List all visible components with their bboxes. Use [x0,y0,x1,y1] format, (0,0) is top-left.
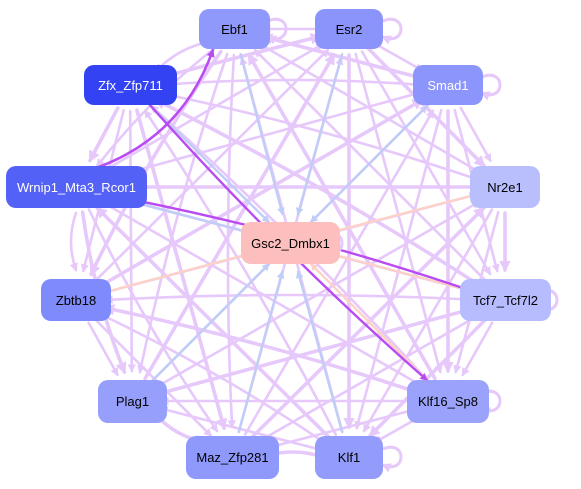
edge-ebf1-to-gsc2 [239,53,285,216]
edge-ebf1-to-plag1 [137,52,229,374]
node-maz-zfp281[interactable]: Maz_Zfp281 [186,436,279,479]
node-nr2e1[interactable]: Nr2e1 [470,166,540,208]
edge-wrnip1-to-smad1 [99,90,421,182]
edge-strong-wrnip1-ebf1 [93,48,215,170]
node-zbtb18-label: Zbtb18 [55,292,97,308]
node-zfx-zfp711-label: Zfx_Zfp711 [98,77,163,93]
node-plag1-label: Plag1 [115,394,150,409]
edge-wrnip1-to-zbtb18 [69,211,78,272]
edge-zbtb18-to-gsc2 [99,248,263,295]
edge-klf16-to-ebf1 [247,53,437,381]
node-zbtb18[interactable]: Zbtb18 [41,279,111,321]
edge-maz-to-tcf7 [253,313,481,446]
self-loop-ebf1 [266,17,288,45]
edge-nr2e1-to-gsc2 [317,192,481,238]
node-tcf7-tcf7l2[interactable]: Tcf7_Tcf7l2 [460,279,551,321]
node-zfx-zfp711[interactable]: Zfx_Zfp711 [84,65,177,105]
edge-smad1-to-gsc2 [310,102,431,223]
node-klf1[interactable]: Klf1 [315,436,383,479]
node-ebf1[interactable]: Ebf1 [199,9,270,49]
edge-wrnip1-to-esr2 [97,42,325,176]
node-klf1-label: Klf1 [337,450,361,465]
edge-zfx-to-maz [135,108,228,431]
edge-tcf7-to-zfx [153,98,485,289]
node-esr2-label: Esr2 [335,21,363,37]
edge-klf1-to-plag1 [159,406,326,452]
self-loop-klf1 [381,445,403,473]
node-gsc2-dmbx1[interactable]: Gsc2_Dmbx1 [241,222,340,264]
edge-wrnip1-to-maz [87,208,219,433]
node-klf16-sp8[interactable]: Klf16_Sp8 [407,380,489,423]
edge-tcf7-to-gsc2 [317,248,482,295]
edge-klf16-to-gsc2 [310,263,431,384]
node-maz-zfp281-label: Maz_Zfp281 [196,450,269,465]
node-wrnip1-mta3-rcor1-label: Wrnip1_Mta3_Rcor1 [17,179,136,195]
edge-klf1-to-gsc2 [295,270,344,434]
edge-tcf7-to-klf16 [461,321,494,377]
edge-klf1-to-zbtb18 [100,313,328,446]
self-loop-esr2 [381,17,403,45]
edge-zfx-to-esr2 [153,33,323,81]
node-tcf7-tcf7l2-label: Tcf7_Tcf7l2 [472,292,539,308]
edge-maz-to-smad1 [243,109,435,436]
edge-esr2-to-gsc2 [295,52,344,216]
edge-maz-to-klf16 [255,406,421,452]
edge-smad1-to-klf1 [354,108,443,430]
node-klf16-sp8-label: Klf16_Sp8 [418,394,478,409]
edge-smad1-to-nr2e1 [459,106,492,163]
edge-zfx-to-wrnip1 [88,106,120,163]
edge-smad1-to-zfx [158,78,424,89]
edge-plag1-to-tcf7 [155,304,479,396]
edge-esr2-to-smad1 [370,40,424,72]
edge-klf1-to-zfx [143,109,338,436]
node-gsc2-dmbx1-label: Gsc2_Dmbx1 [251,235,330,251]
node-wrnip1-mta3-rcor1[interactable]: Wrnip1_Mta3_Rcor1 [6,166,147,208]
edge-plag1-to-gsc2 [149,263,270,384]
node-esr2[interactable]: Esr2 [315,9,383,49]
node-smad1[interactable]: Smad1 [413,65,483,105]
edge-zbtb18-to-smad1 [96,98,424,289]
node-nr2e1-label: Nr2e1 [487,179,523,195]
node-ebf1-label: Ebf1 [221,21,248,37]
node-plag1[interactable]: Plag1 [98,380,167,423]
edge-tcf7-to-zbtb18 [104,293,481,304]
edge-klf16-to-zbtb18 [102,304,425,396]
node-smad1-label: Smad1 [427,77,469,93]
self-loop-smad1 [480,73,502,101]
edge-zbtb18-to-plag1 [87,321,119,377]
edge-maz-to-gsc2 [237,270,285,434]
